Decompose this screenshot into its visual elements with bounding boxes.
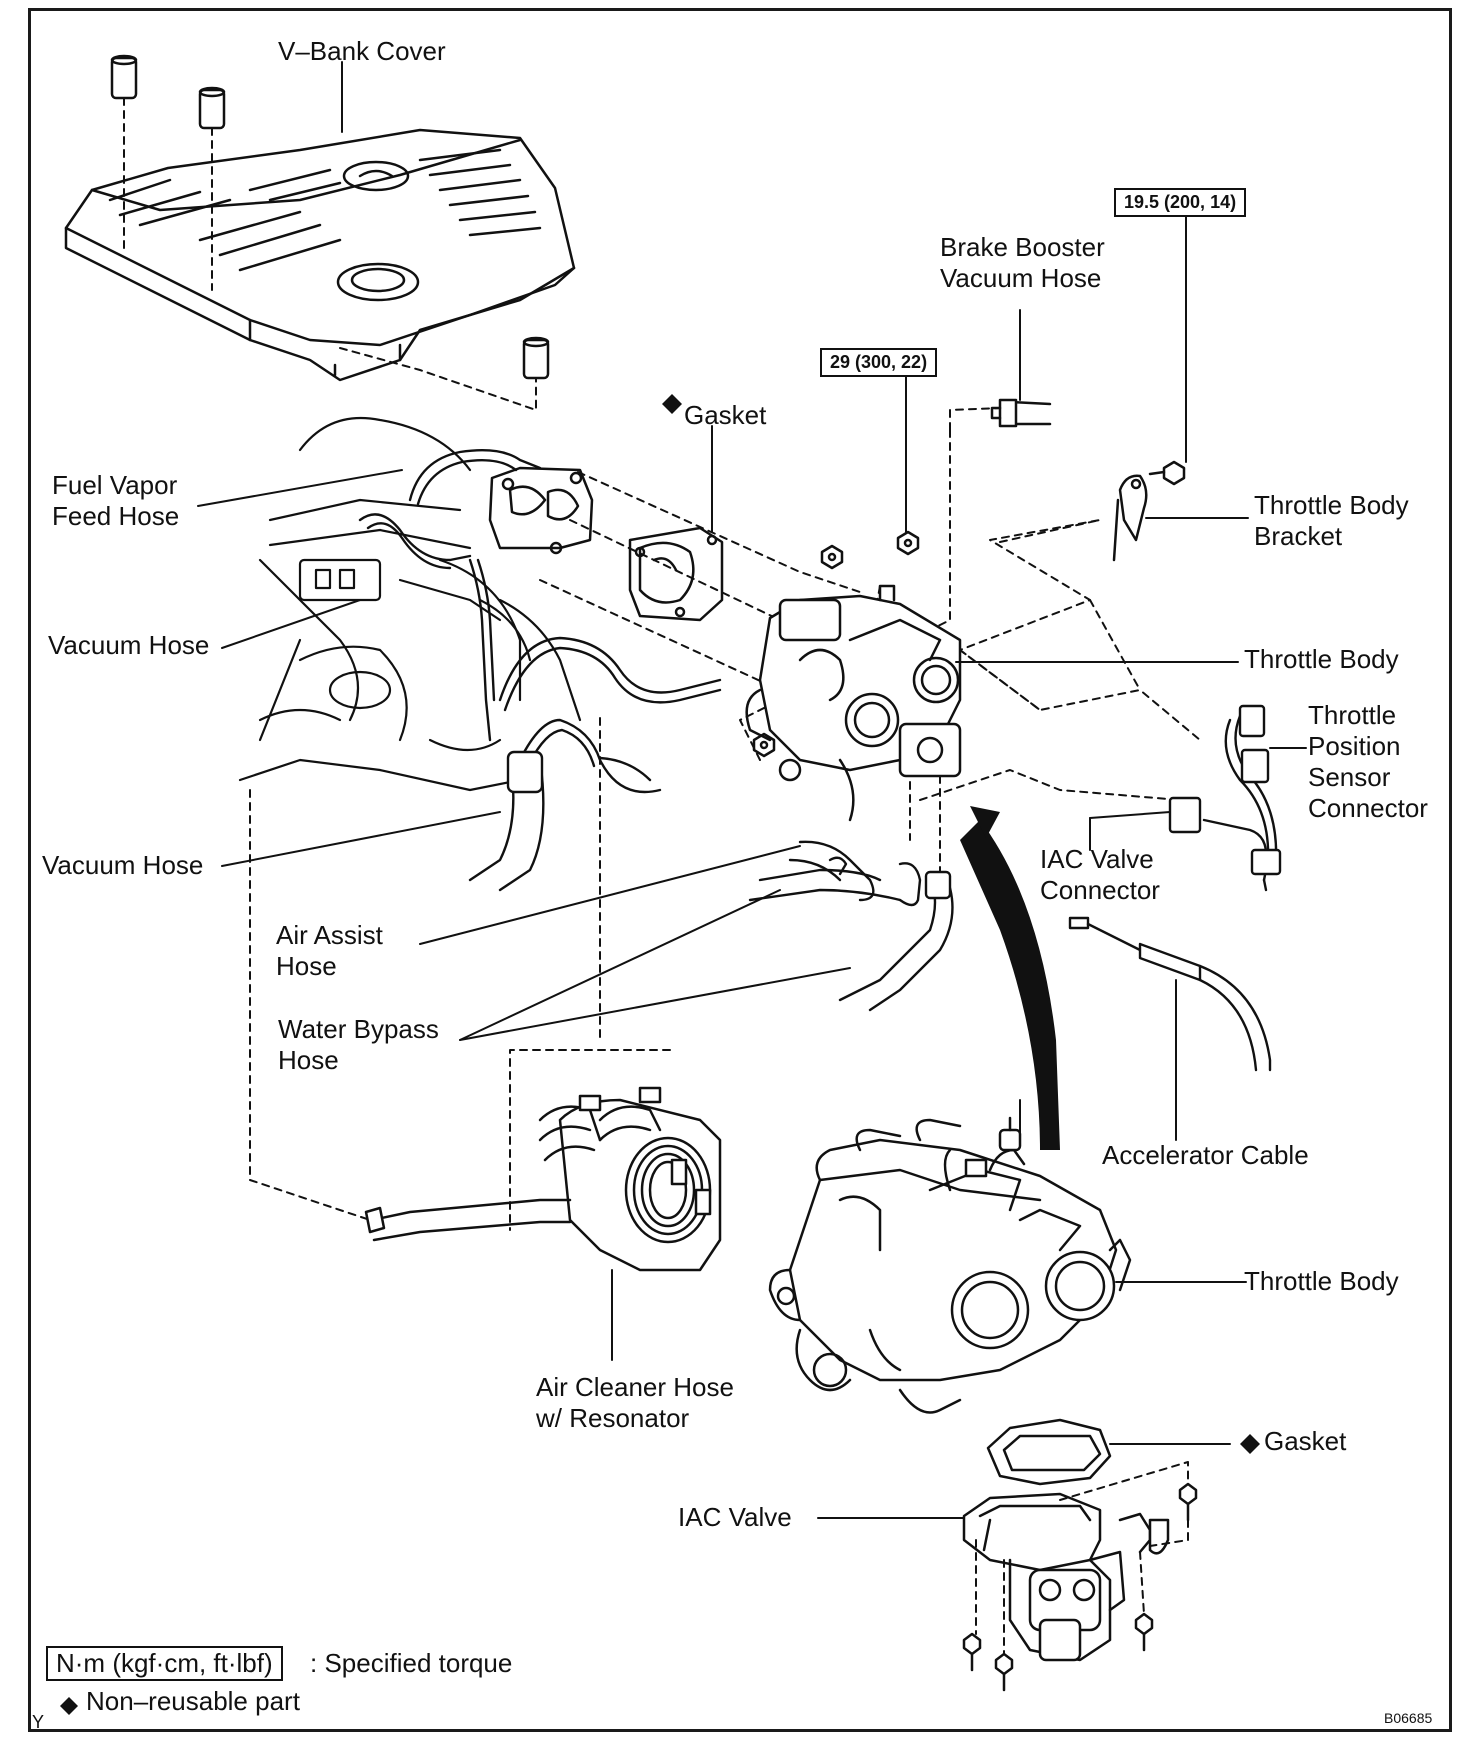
throttle-body-top-drawing <box>745 584 962 822</box>
legend-nonreusable-part: Non–reusable part <box>86 1686 300 1716</box>
label-throttle-body-bottom: Throttle Body <box>1244 1266 1399 1296</box>
accelerator-cable-drawing <box>1068 916 1272 1141</box>
label-gasket-top: Gasket <box>684 400 767 430</box>
diamond-icon <box>662 394 682 414</box>
brake-booster-hose-drawing <box>990 309 1052 428</box>
torque-box-throttle-body-nut: 29 (300, 22) <box>820 348 938 377</box>
arrow-icon <box>960 820 1060 1150</box>
engine-intake-drawing <box>238 416 582 792</box>
throttle-body-bracket-drawing <box>1112 205 1249 562</box>
label-gasket-bottom: Gasket <box>1264 1426 1347 1456</box>
torque-box-bracket-bolt: 19.5 (200, 14) <box>1114 188 1247 217</box>
label-v-bank-cover: V–Bank Cover <box>278 36 446 66</box>
gasket-bottom-drawing <box>986 1418 1231 1486</box>
air-cleaner-hose-drawing <box>364 1086 722 1361</box>
label-throttle-body-top: Throttle Body <box>1244 644 1399 674</box>
gasket-top-drawing <box>628 526 724 622</box>
air-and-water-hoses <box>748 840 954 1012</box>
label-throttle-body-bracket: Throttle Body Bracket <box>1254 490 1409 551</box>
label-air-cleaner-hose: Air Cleaner Hose w/ Resonator <box>536 1372 734 1433</box>
legend-torque-unit-box: N·m (kgf·cm, ft·lbf) <box>46 1646 283 1681</box>
manifold-flange <box>488 466 594 555</box>
diamond-icon <box>1240 1434 1260 1454</box>
label-iac-valve: IAC Valve <box>678 1502 792 1532</box>
label-air-assist-hose: Air Assist Hose <box>276 920 383 981</box>
label-accelerator-cable: Accelerator Cable <box>1102 1140 1309 1170</box>
label-brake-booster-vacuum-hose: Brake Booster Vacuum Hose <box>940 232 1105 293</box>
throttle-body-bottom-drawing <box>768 1099 1247 1414</box>
connector-harness-drawing <box>1089 704 1307 892</box>
diamond-icon <box>60 1697 78 1715</box>
label-vacuum-hose-upper: Vacuum Hose <box>48 630 210 660</box>
label-water-bypass-hose: Water Bypass Hose <box>278 1014 439 1075</box>
leader-lines <box>197 61 1239 1041</box>
label-throttle-position-sensor-connector: Throttle Position Sensor Connector <box>1308 700 1428 823</box>
iac-dashed-guides <box>975 1461 1189 1655</box>
legend-torque-description: : Specified torque <box>310 1648 513 1678</box>
cover-dashed-guides <box>123 97 537 411</box>
v-bank-cover-drawing <box>64 128 576 382</box>
label-fuel-vapor-feed-hose: Fuel Vapor Feed Hose <box>52 470 180 531</box>
vacuum-hoses <box>358 449 722 892</box>
label-iac-valve-connector: IAC Valve Connector <box>1040 844 1160 905</box>
figure-code: B06685 <box>1384 1710 1433 1726</box>
corner-mark: Y <box>32 1712 45 1732</box>
iac-valve-drawing <box>962 1492 1170 1662</box>
label-vacuum-hose-lower: Vacuum Hose <box>42 850 204 880</box>
